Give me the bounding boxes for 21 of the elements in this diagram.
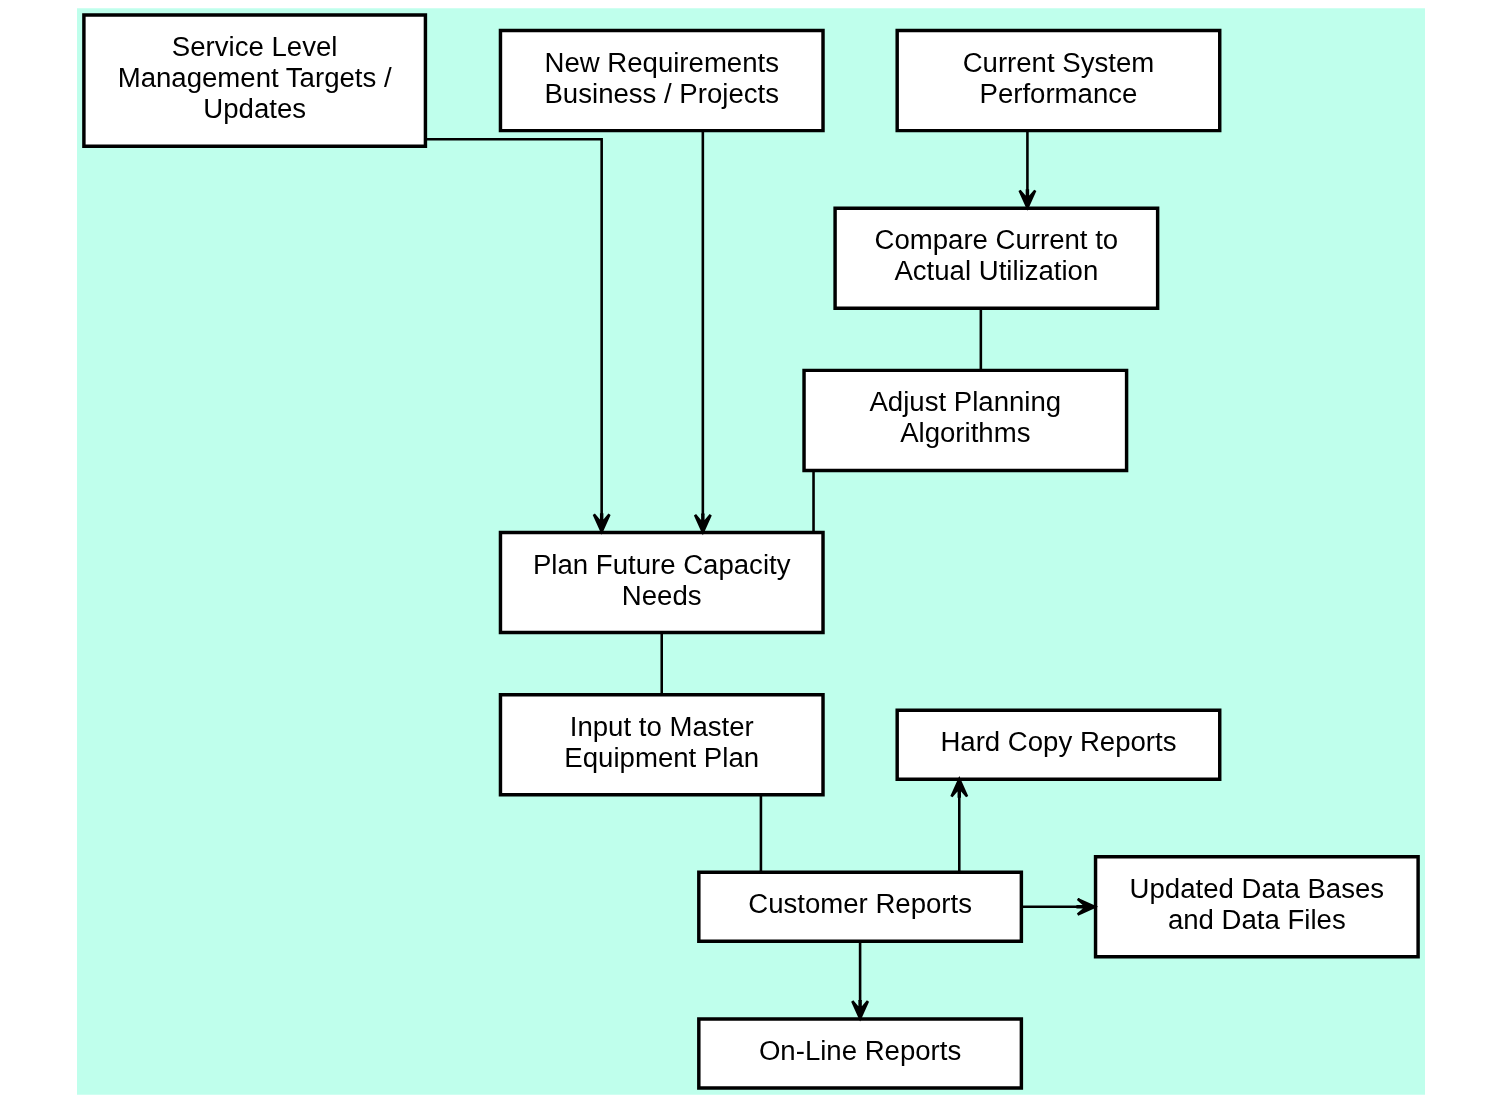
arrow (1021, 897, 1097, 916)
node-box: Updated Data Bases and Data Files (1093, 855, 1420, 959)
node-box: Current System Performance (895, 28, 1222, 133)
node-box: Adjust Planning Algorithms (802, 368, 1129, 473)
connector (812, 470, 815, 533)
node-box: Service Level Management Targets / Updates (82, 13, 428, 148)
arrow (950, 777, 969, 872)
node-box: Plan Future Capacity Needs (498, 530, 825, 635)
node-box: Input to Master Equipment Plan (498, 692, 825, 797)
connector (979, 308, 983, 370)
connector (759, 795, 763, 872)
node-box: Hard Copy Reports (895, 708, 1222, 781)
arrow (425, 137, 611, 533)
arrow (1018, 131, 1037, 209)
connector (660, 632, 664, 695)
arrow (851, 941, 870, 1020)
node-box: Customer Reports (697, 870, 1024, 944)
node-box: New Requirements Business / Projects (498, 28, 825, 133)
arrow (693, 131, 712, 534)
node-box: On-Line Reports (697, 1017, 1024, 1090)
node-box: Compare Current to Actual Utilization (833, 206, 1160, 310)
